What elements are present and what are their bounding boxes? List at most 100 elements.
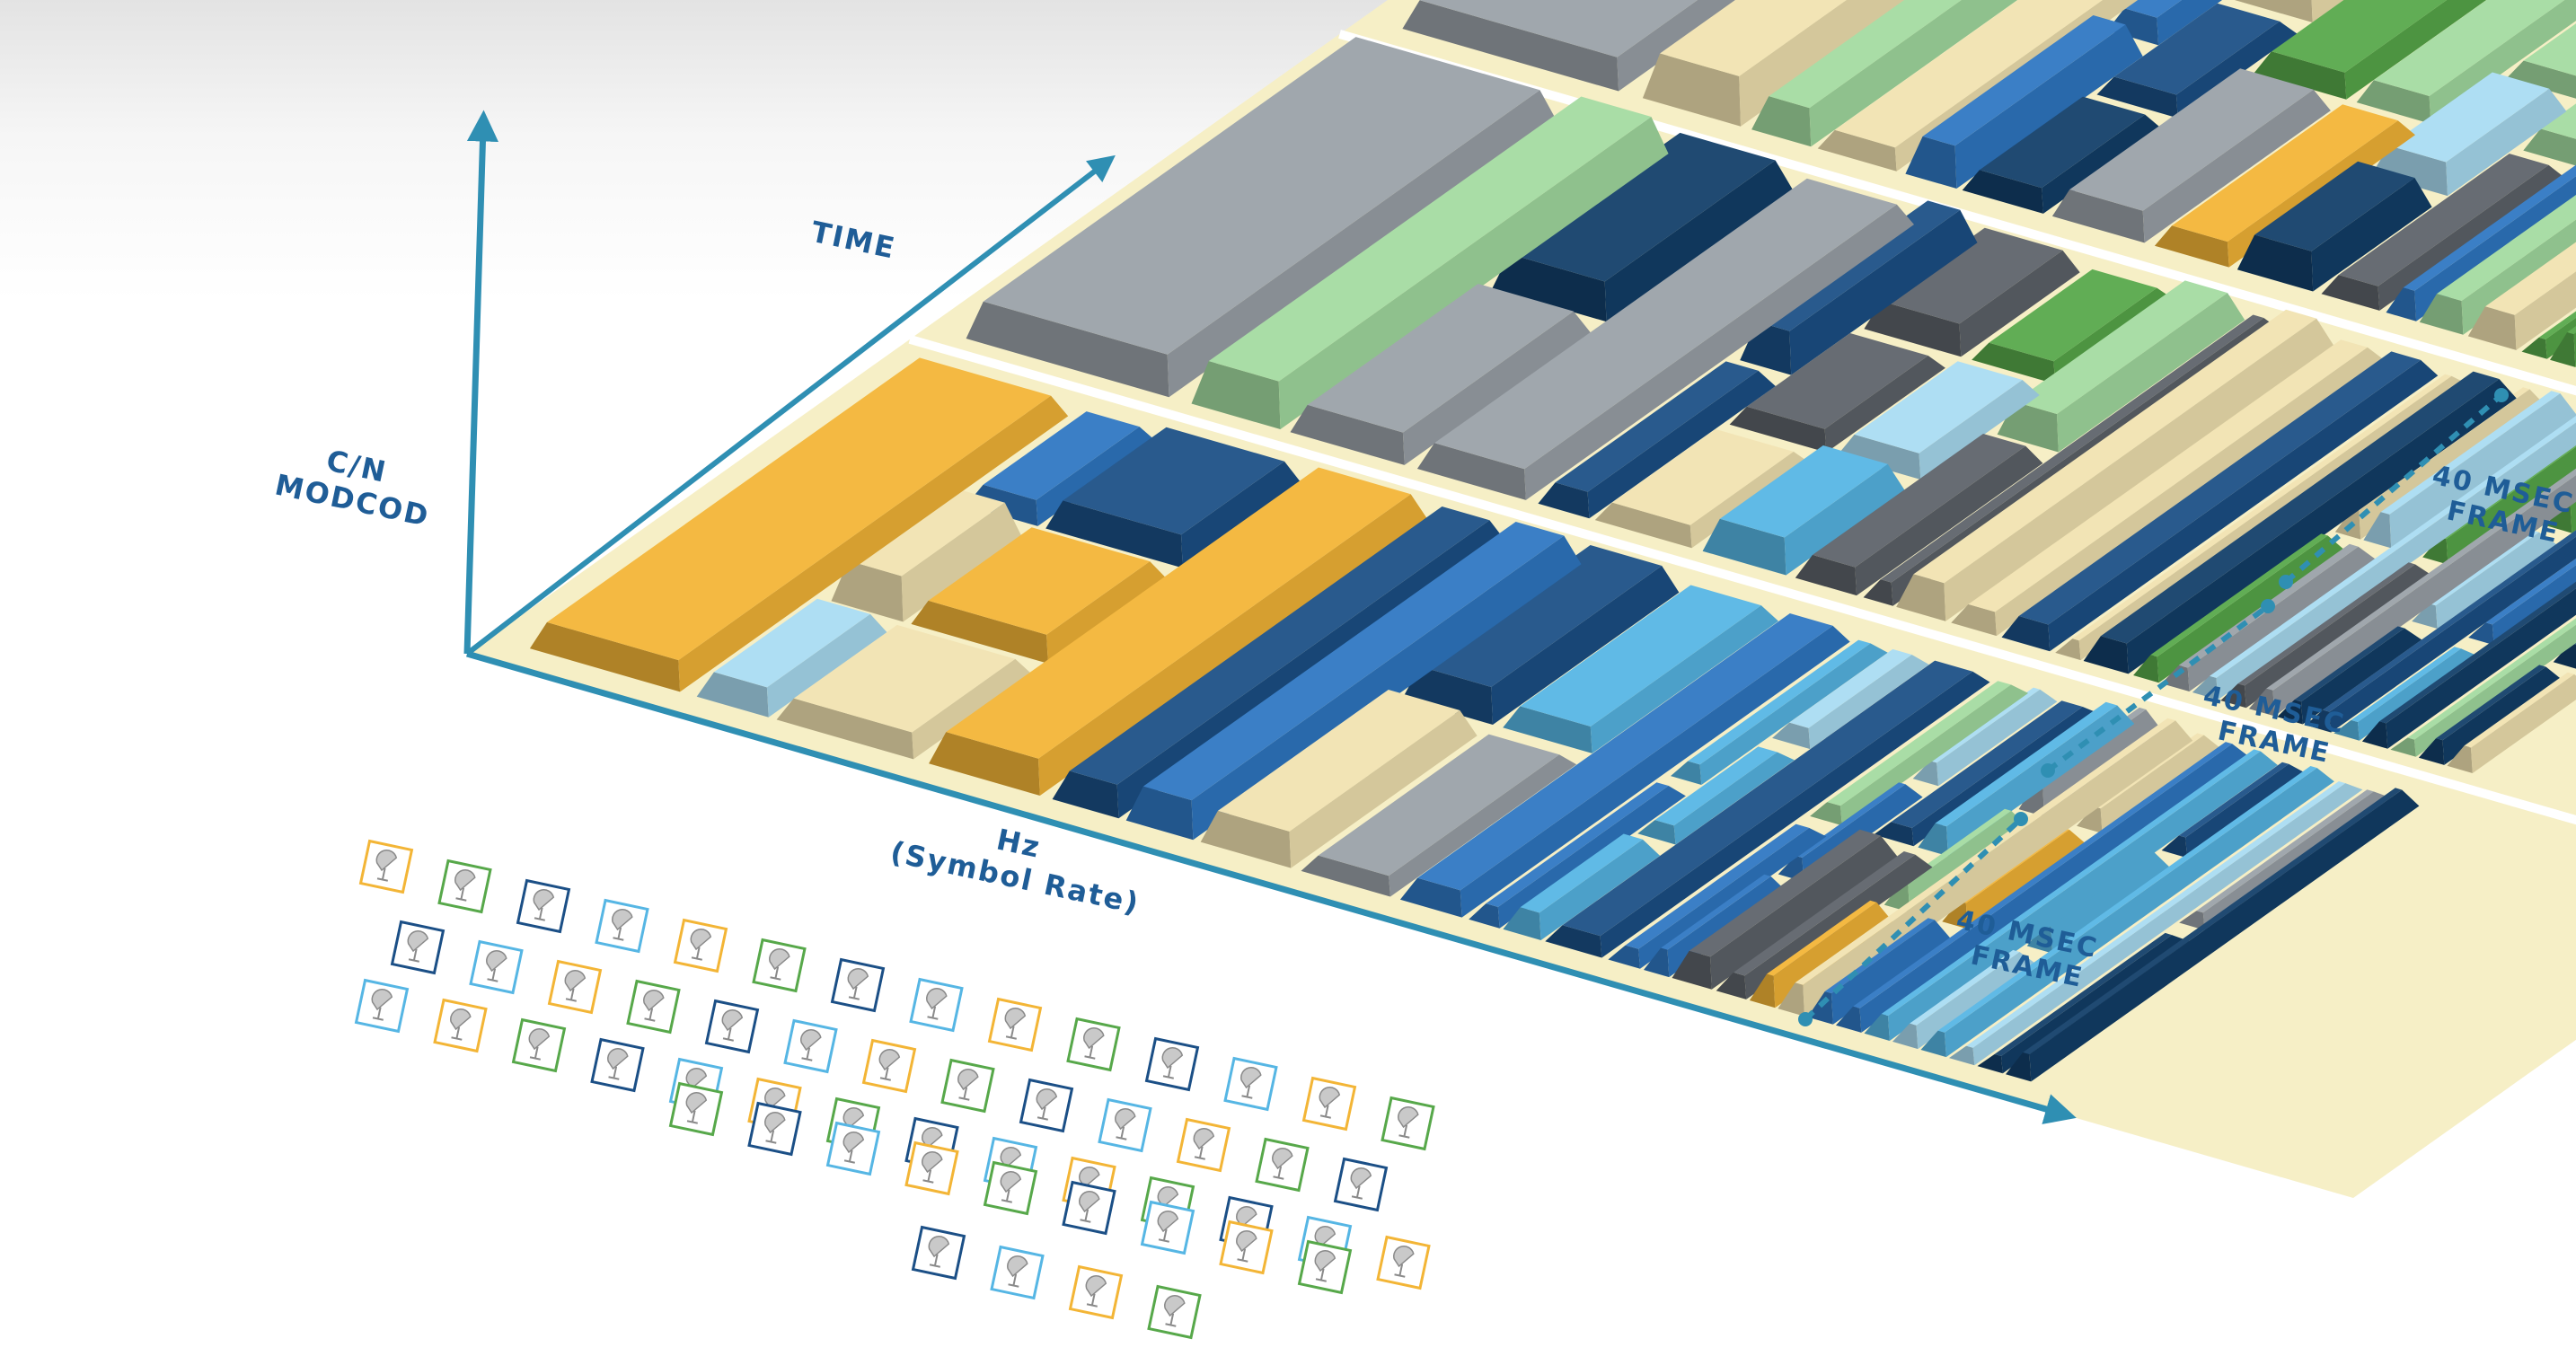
carrier-block (1503, 833, 1661, 940)
carrier-block (1538, 361, 1776, 519)
carrier-block (2236, 161, 2432, 292)
carrier-blocks (529, 0, 2576, 1082)
carrier-block (2550, 326, 2576, 367)
satellite-dish-icon (983, 1160, 1038, 1216)
satellite-dish-icon (783, 1018, 838, 1074)
satellite-dish-icon (1301, 1076, 1357, 1132)
carrier-block (1402, 545, 1680, 725)
satellite-dish-icon (909, 977, 964, 1033)
carrier-block (1864, 227, 2080, 357)
time-axis-label: TIME (808, 215, 899, 266)
satellite-dish-icon (433, 998, 488, 1053)
hz-axis (466, 650, 2077, 1124)
carrier-block (1729, 333, 1945, 453)
carrier-block (2248, 468, 2576, 717)
carrier-block (1492, 132, 1793, 322)
frame-marker-dot (2014, 812, 2028, 826)
frame-divider (908, 334, 2576, 825)
carrier-block (2006, 788, 2420, 1082)
carrier-block (1290, 284, 1592, 465)
satellite-dish-icon (673, 918, 728, 973)
satellite-dish-icon (1068, 1264, 1124, 1320)
terminal-icons (354, 839, 1435, 1340)
satellite-dish-icon (1098, 1097, 1152, 1153)
satellite-dish-icon (358, 839, 414, 894)
satellite-dish-icon (1147, 1284, 1202, 1340)
carrier-block (2468, 558, 2576, 646)
satellite-dish-icon (1223, 1056, 1278, 1112)
carrier-block (1702, 445, 1905, 576)
carrier-block (1920, 766, 2334, 1058)
satellite-dish-icon (516, 878, 571, 934)
frame-duration-marker (2046, 603, 2270, 773)
axes (463, 110, 2509, 1124)
satellite-dish-icon (825, 1121, 881, 1176)
satellite-dish-icon (861, 1038, 917, 1094)
carrier-block (1416, 178, 1914, 500)
carrier-block (2277, 626, 2422, 725)
carrier-block (1399, 613, 1850, 918)
frame-duration-marker (1803, 816, 2024, 1022)
carrier-block (2083, 371, 2517, 674)
carrier-block (1951, 339, 2385, 637)
carrier-block (2051, 68, 2331, 243)
carrier-block (1772, 648, 1929, 750)
carrier-block (1191, 96, 1669, 429)
carrier-block (1949, 781, 2363, 1066)
carrier-block (966, 37, 1557, 398)
carrier-block (529, 357, 1069, 692)
carrier-block (2254, 0, 2487, 100)
carrier-block (1045, 427, 1302, 568)
satellite-dish-icon (990, 1245, 1045, 1300)
satellite-dish-icon (1376, 1235, 1431, 1290)
carrier-block (2107, 0, 2223, 46)
cn-modcod-axis (463, 110, 498, 655)
carrier-block (2371, 72, 2567, 197)
satellite-dish-icon (547, 959, 603, 1015)
satellite-dish-icon (1297, 1239, 1353, 1295)
frame-marker-dot (1798, 1012, 1813, 1026)
satellite-dish-icon (704, 999, 760, 1054)
carrier-block (1837, 361, 2040, 480)
carrier-block (911, 527, 1168, 664)
carrier-block (1810, 681, 2029, 826)
frame-marker-dot (2261, 599, 2275, 613)
frame-duration-marker (2284, 392, 2503, 585)
carrier-block (1912, 687, 2058, 787)
satellite-dish-icon (1140, 1200, 1195, 1255)
carrier-block (1864, 749, 2278, 1041)
satellite-dish-icon (1219, 1220, 1274, 1275)
satellite-dish-icon (747, 1101, 802, 1157)
carrier-block (1896, 309, 2334, 621)
satellite-dish-icon (752, 938, 807, 993)
frame-marker-dot (2279, 575, 2293, 589)
carrier-block (1997, 280, 2245, 453)
carrier-block (1503, 585, 1778, 753)
satellite-dish-icon (437, 859, 492, 914)
satellite-dish-icon (595, 898, 649, 954)
carrier-block (1671, 639, 1888, 785)
carrier-block (2390, 618, 2576, 757)
carrier-block (2506, 23, 2576, 99)
satellite-dish-icon (904, 1140, 959, 1196)
frame-marker-dot (2494, 388, 2509, 402)
satellite-dish-icon (1333, 1157, 1389, 1212)
carrier-block (776, 624, 1033, 760)
satellite-dish-icon (1066, 1017, 1121, 1072)
satellite-dish-icon (390, 920, 446, 975)
satellite-dish-icon (940, 1058, 995, 1114)
carrier-block (2467, 242, 2576, 350)
carrier-block (1795, 434, 2043, 596)
carrier-block (1751, 0, 2018, 147)
carrier-block (1637, 746, 1795, 845)
carrier-block (831, 487, 1022, 622)
carrier-block (696, 598, 888, 718)
carrier-block (1200, 690, 1478, 868)
satellite-dish-icon (354, 978, 410, 1034)
satellite-dish-icon (1144, 1036, 1200, 1092)
satellite-dish-icon (911, 1225, 966, 1281)
time-axis (465, 154, 1116, 656)
carrier-block (1545, 660, 1990, 958)
